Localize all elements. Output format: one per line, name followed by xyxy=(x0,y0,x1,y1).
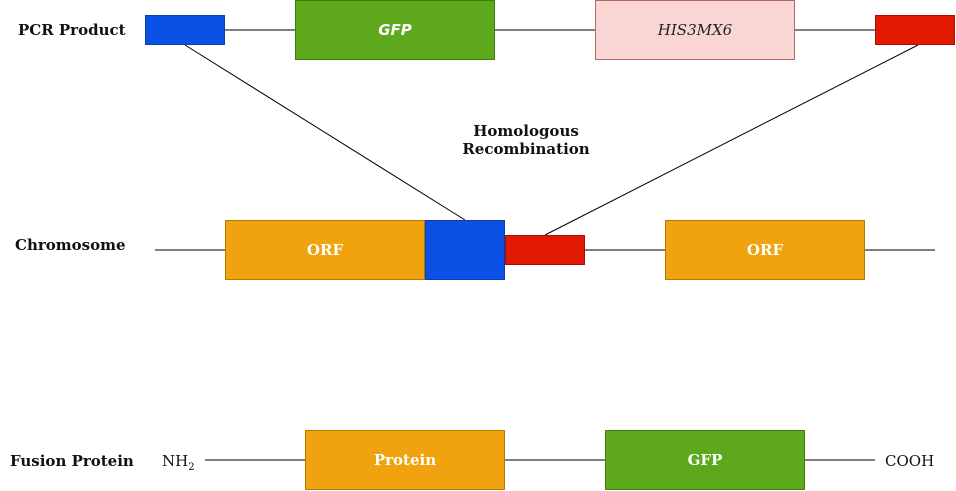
left-crossover-line xyxy=(184,44,466,221)
row-label-chromosome: Chromosome xyxy=(15,236,126,254)
chromosome-orf-right-block: ORF xyxy=(665,220,865,280)
recombination-label-line1: Homologous xyxy=(473,122,579,140)
pcr-right-homology-block xyxy=(875,15,955,45)
row-label-fusion-protein: Fusion Protein xyxy=(10,452,134,470)
pcr-marker-block: HIS3MX6 xyxy=(595,0,795,60)
recombination-label-line2: Recombination xyxy=(462,140,590,158)
n-terminus-text: NH xyxy=(162,452,189,470)
row-label-pcr-product: PCR Product xyxy=(18,21,126,39)
right-crossover-line xyxy=(544,44,919,236)
chromosome-orf-left-block: ORF xyxy=(225,220,425,280)
n-terminus-label: NH2 xyxy=(162,452,195,473)
fusion-protein-block: Protein xyxy=(305,430,505,490)
pcr-left-homology-block xyxy=(145,15,225,45)
pcr-gfp-block: GFP xyxy=(295,0,495,60)
fusion-gfp-block: GFP xyxy=(605,430,805,490)
c-terminus-label: COOH xyxy=(885,452,935,470)
n-terminus-subscript: 2 xyxy=(188,462,195,473)
chromosome-red-homology-block xyxy=(505,235,585,265)
recombination-label: Homologous Recombination xyxy=(462,122,590,158)
chromosome-blue-homology-block xyxy=(425,220,505,280)
